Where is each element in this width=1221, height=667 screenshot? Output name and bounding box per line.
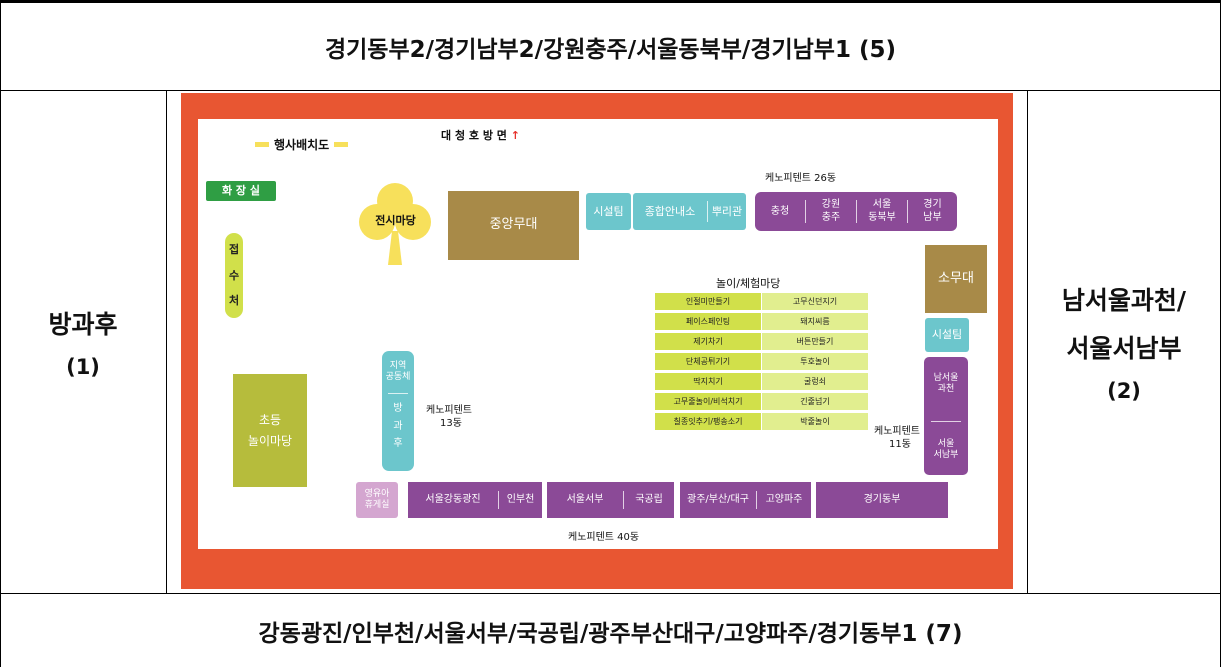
south-seoul-box: 남서울 과천 서울 서남부	[924, 357, 968, 475]
divider	[623, 491, 624, 509]
restroom-box: 화 장 실	[206, 181, 276, 201]
tent-13-label: 케노피텐트	[426, 405, 472, 416]
divider	[856, 200, 857, 223]
facility-team-box: 시설팀	[586, 193, 631, 230]
activity-right-2: 버튼만들기	[762, 333, 868, 350]
afterschool-label: 방 과 후	[382, 403, 414, 451]
activity-left-5: 고무줄놀이/비석치기	[655, 393, 761, 410]
seoul-southwest-label: 서울 서남부	[933, 439, 959, 461]
activity-left-2: 제기차기	[655, 333, 761, 350]
divider	[498, 491, 499, 509]
legend-bar-icon	[334, 142, 349, 147]
legend-title: 행사배치도	[274, 138, 330, 152]
afterschool-char: 방	[393, 403, 403, 414]
event-map-canvas: 행사배치도 대 청 호 방 면 ↑ 화 장 실 접 수 처 전시마당 중앙무대 …	[198, 119, 998, 549]
exhibit-label: 전시마당	[375, 214, 416, 227]
row-divider-1	[0, 90, 1221, 91]
right-zone-title-2: 서울서남부	[1066, 334, 1182, 363]
afterschool-char: 과	[393, 420, 403, 432]
clover-icon	[359, 183, 431, 265]
left-zone-count: (1)	[66, 355, 100, 379]
reception-box: 접 수 처	[225, 233, 243, 318]
table-border-top	[0, 0, 1221, 3]
bottom-tent-2: 서울서부 국공립	[547, 482, 674, 518]
booth-gangdong: 서울강동광진	[425, 494, 481, 505]
activity-right-1: 돼지씨름	[762, 313, 868, 330]
legend-bar-icon	[255, 142, 269, 147]
table-border-left	[0, 0, 1, 667]
activity-right-3: 투호놀이	[762, 353, 868, 370]
roots-hall-label: 뿌리관	[711, 205, 743, 218]
map-legend: 행사배치도	[255, 136, 349, 153]
bottom-tent-1: 서울강동광진 인부천	[408, 482, 542, 518]
divider	[756, 491, 757, 509]
tent26-chungcheong: 충청	[770, 206, 790, 217]
booth-gyeonggi-east: 경기동부	[816, 482, 948, 518]
activity-left-1: 페이스페인팅	[655, 313, 761, 330]
play-area-title: 놀이/체험마당	[716, 277, 781, 290]
community-afterschool-box: 지역 공동체 방 과 후	[382, 351, 414, 471]
tent-26-box: 충청 강원 충주 서울 동북부 경기 남부	[755, 192, 957, 231]
left-zone: 방과후 (1)	[0, 91, 166, 593]
divider	[805, 200, 806, 223]
booth-gwangju-busan-daegu: 광주/부산/대구	[687, 494, 749, 505]
row-divider-2	[0, 593, 1221, 594]
direction-text: 대 청 호 방 면	[441, 129, 507, 142]
top-header: 경기동부2/경기남부2/강원충주/서울동북부/경기남부1 (5)	[324, 36, 896, 63]
up-arrow-icon: ↑	[510, 129, 520, 142]
info-center-label: 종합안내소	[644, 205, 696, 218]
afterschool-char: 후	[393, 438, 403, 449]
activity-right-6: 박줄놀이	[762, 413, 868, 430]
divider	[931, 421, 961, 422]
infant-rest-room: 영유아 휴게실	[356, 482, 398, 518]
facility-team-box-2: 시설팀	[925, 318, 969, 352]
south-seoul-label: 남서울 과천	[933, 373, 959, 395]
event-map: 행사배치도 대 청 호 방 면 ↑ 화 장 실 접 수 처 전시마당 중앙무대 …	[181, 93, 1013, 589]
activity-left-3: 단체공튀기기	[655, 353, 761, 370]
activity-right-0: 고무신던지기	[762, 293, 868, 310]
tent-11-count: 11동	[889, 439, 911, 450]
activity-left-0: 인절미만들기	[655, 293, 761, 310]
divider	[907, 200, 908, 223]
activity-left-6: 칠종잇추기/팽송소기	[655, 413, 761, 430]
booth-national-public: 국공립	[635, 494, 663, 505]
activity-left-4: 딱지치기	[655, 373, 761, 390]
tent-40-label: 케노피텐트 40동	[568, 532, 640, 543]
exhibit-area: 전시마당	[358, 181, 433, 266]
booth-seoul-west: 서울서부	[566, 494, 604, 505]
reception-char: 수	[228, 268, 240, 282]
bottom-tent-3: 광주/부산/대구 고양파주	[680, 482, 811, 518]
right-zone: 남서울과천/ 서울서남부 (2)	[1028, 91, 1220, 593]
elementary-play-area: 초등 놀이마당	[233, 374, 307, 487]
right-zone-title-1: 남서울과천/	[1061, 286, 1187, 315]
left-zone-title: 방과후	[48, 310, 118, 339]
col-divider-2	[1027, 90, 1028, 593]
col-divider-1	[166, 90, 167, 593]
tent-26-label: 케노피텐트 26동	[765, 173, 837, 184]
main-stage: 중앙무대	[448, 191, 579, 260]
booth-goyang-paju: 고양파주	[765, 494, 803, 505]
activity-right-4: 굴렁쇠	[762, 373, 868, 390]
tent26-gangwon: 강원 충주	[821, 199, 841, 223]
divider	[707, 201, 708, 222]
divider	[388, 393, 408, 394]
tent-13-count: 13동	[440, 418, 462, 429]
bottom-header: 강동광진/인부천/서울서부/국공립/광주부산대구/고양파주/경기동부1 (7)	[258, 620, 963, 647]
small-stage: 소무대	[925, 245, 987, 313]
tent26-seoul-northeast: 서울 동북부	[868, 199, 896, 223]
activity-right-5: 긴줄넘기	[762, 393, 868, 410]
right-zone-count: (2)	[1107, 379, 1141, 403]
reception-char: 처	[228, 294, 240, 308]
tent26-gyeonggi-south: 경기 남부	[923, 199, 942, 223]
booth-incheon-bucheon: 인부천	[506, 494, 535, 505]
direction-label: 대 청 호 방 면 ↑	[441, 127, 520, 143]
info-center-box: 종합안내소 뿌리관	[633, 193, 746, 230]
tent-11-label: 케노피텐트	[874, 426, 920, 437]
reception-char: 접	[228, 242, 240, 256]
community-label: 지역 공동체	[385, 361, 411, 383]
